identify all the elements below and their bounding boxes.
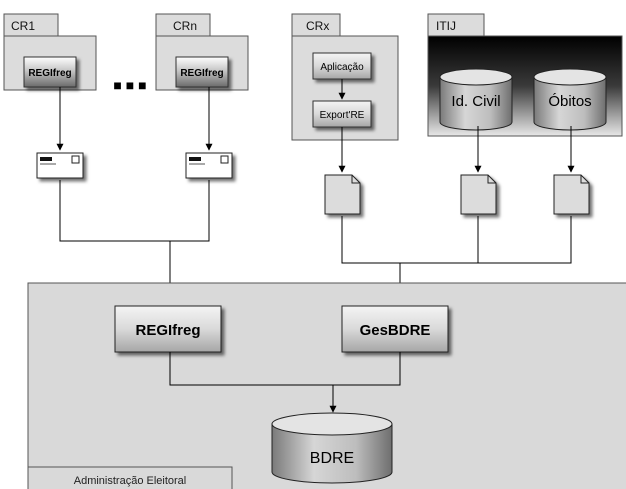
document-crx — [324, 174, 361, 215]
db-id-civil-label: Id. Civil — [451, 93, 500, 110]
admin-gesbdre-component — [341, 305, 449, 353]
connector-envelopes-merge — [59, 180, 210, 242]
package-cr1: CR1 REGIfreg — [3, 13, 97, 91]
db-id-civil: Id. Civil — [439, 68, 513, 131]
db-bdre-body — [271, 424, 393, 484]
package-admin-tab — [27, 466, 233, 489]
document-obitos-fold — [580, 175, 589, 184]
db-id-civil-body — [439, 77, 513, 131]
ellipsis-dots: ■ ■ ■ — [113, 77, 146, 93]
db-id-civil-top — [439, 68, 513, 86]
envelope-crn-stamp — [220, 155, 229, 164]
db-bdre-label: BDRE — [310, 450, 354, 467]
db-obitos-label: Óbitos — [548, 93, 591, 110]
package-itij: ITIJ Id. Civil Óbitos — [427, 13, 623, 137]
envelope-crn-body — [185, 152, 233, 179]
admin-gesbdre-label: GesBDRE — [360, 322, 431, 339]
package-itij-title: ITIJ — [436, 19, 456, 33]
document-crx-fold — [351, 175, 360, 184]
crx-export-component — [312, 100, 372, 128]
cr1-regifreg-label: REGIfreg — [28, 68, 71, 79]
package-admin: Administração Eleitoral REGIfreg GesBDRE… — [27, 282, 626, 489]
envelope-cr1 — [36, 152, 84, 179]
package-crn-title: CRn — [173, 19, 197, 33]
db-bdre: BDRE — [271, 412, 393, 484]
envelope-cr1-body — [36, 152, 84, 179]
package-crx: CRx Aplicação Export'RE — [291, 13, 399, 141]
db-obitos-body — [533, 77, 607, 131]
package-crn: CRn REGIfreg — [155, 13, 249, 91]
package-crx-title: CRx — [306, 19, 329, 33]
admin-regifreg-label: REGIfreg — [135, 322, 200, 339]
document-idcivil — [460, 174, 497, 215]
connector-components-merge — [169, 352, 401, 386]
cr1-regifreg-component — [23, 56, 77, 88]
crn-regifreg-component — [175, 56, 229, 88]
document-obitos — [553, 174, 590, 215]
db-obitos-top — [533, 68, 607, 86]
db-obitos: Óbitos — [533, 68, 607, 131]
crx-export-label: Export'RE — [320, 110, 365, 121]
admin-regifreg-component — [114, 305, 222, 353]
crx-aplicacao-label: Aplicação — [320, 62, 364, 73]
package-admin-title: Administração Eleitoral — [74, 475, 187, 487]
envelope-crn-address — [189, 157, 201, 161]
envelope-cr1-address — [40, 157, 52, 161]
package-cr1-title: CR1 — [11, 19, 35, 33]
document-idcivil-fold — [487, 175, 496, 184]
crn-regifreg-label: REGIfreg — [180, 68, 223, 79]
envelope-crn — [185, 152, 233, 179]
connector-docs-merge — [341, 216, 572, 264]
db-bdre-top — [271, 412, 393, 436]
envelope-cr1-stamp — [71, 155, 80, 164]
